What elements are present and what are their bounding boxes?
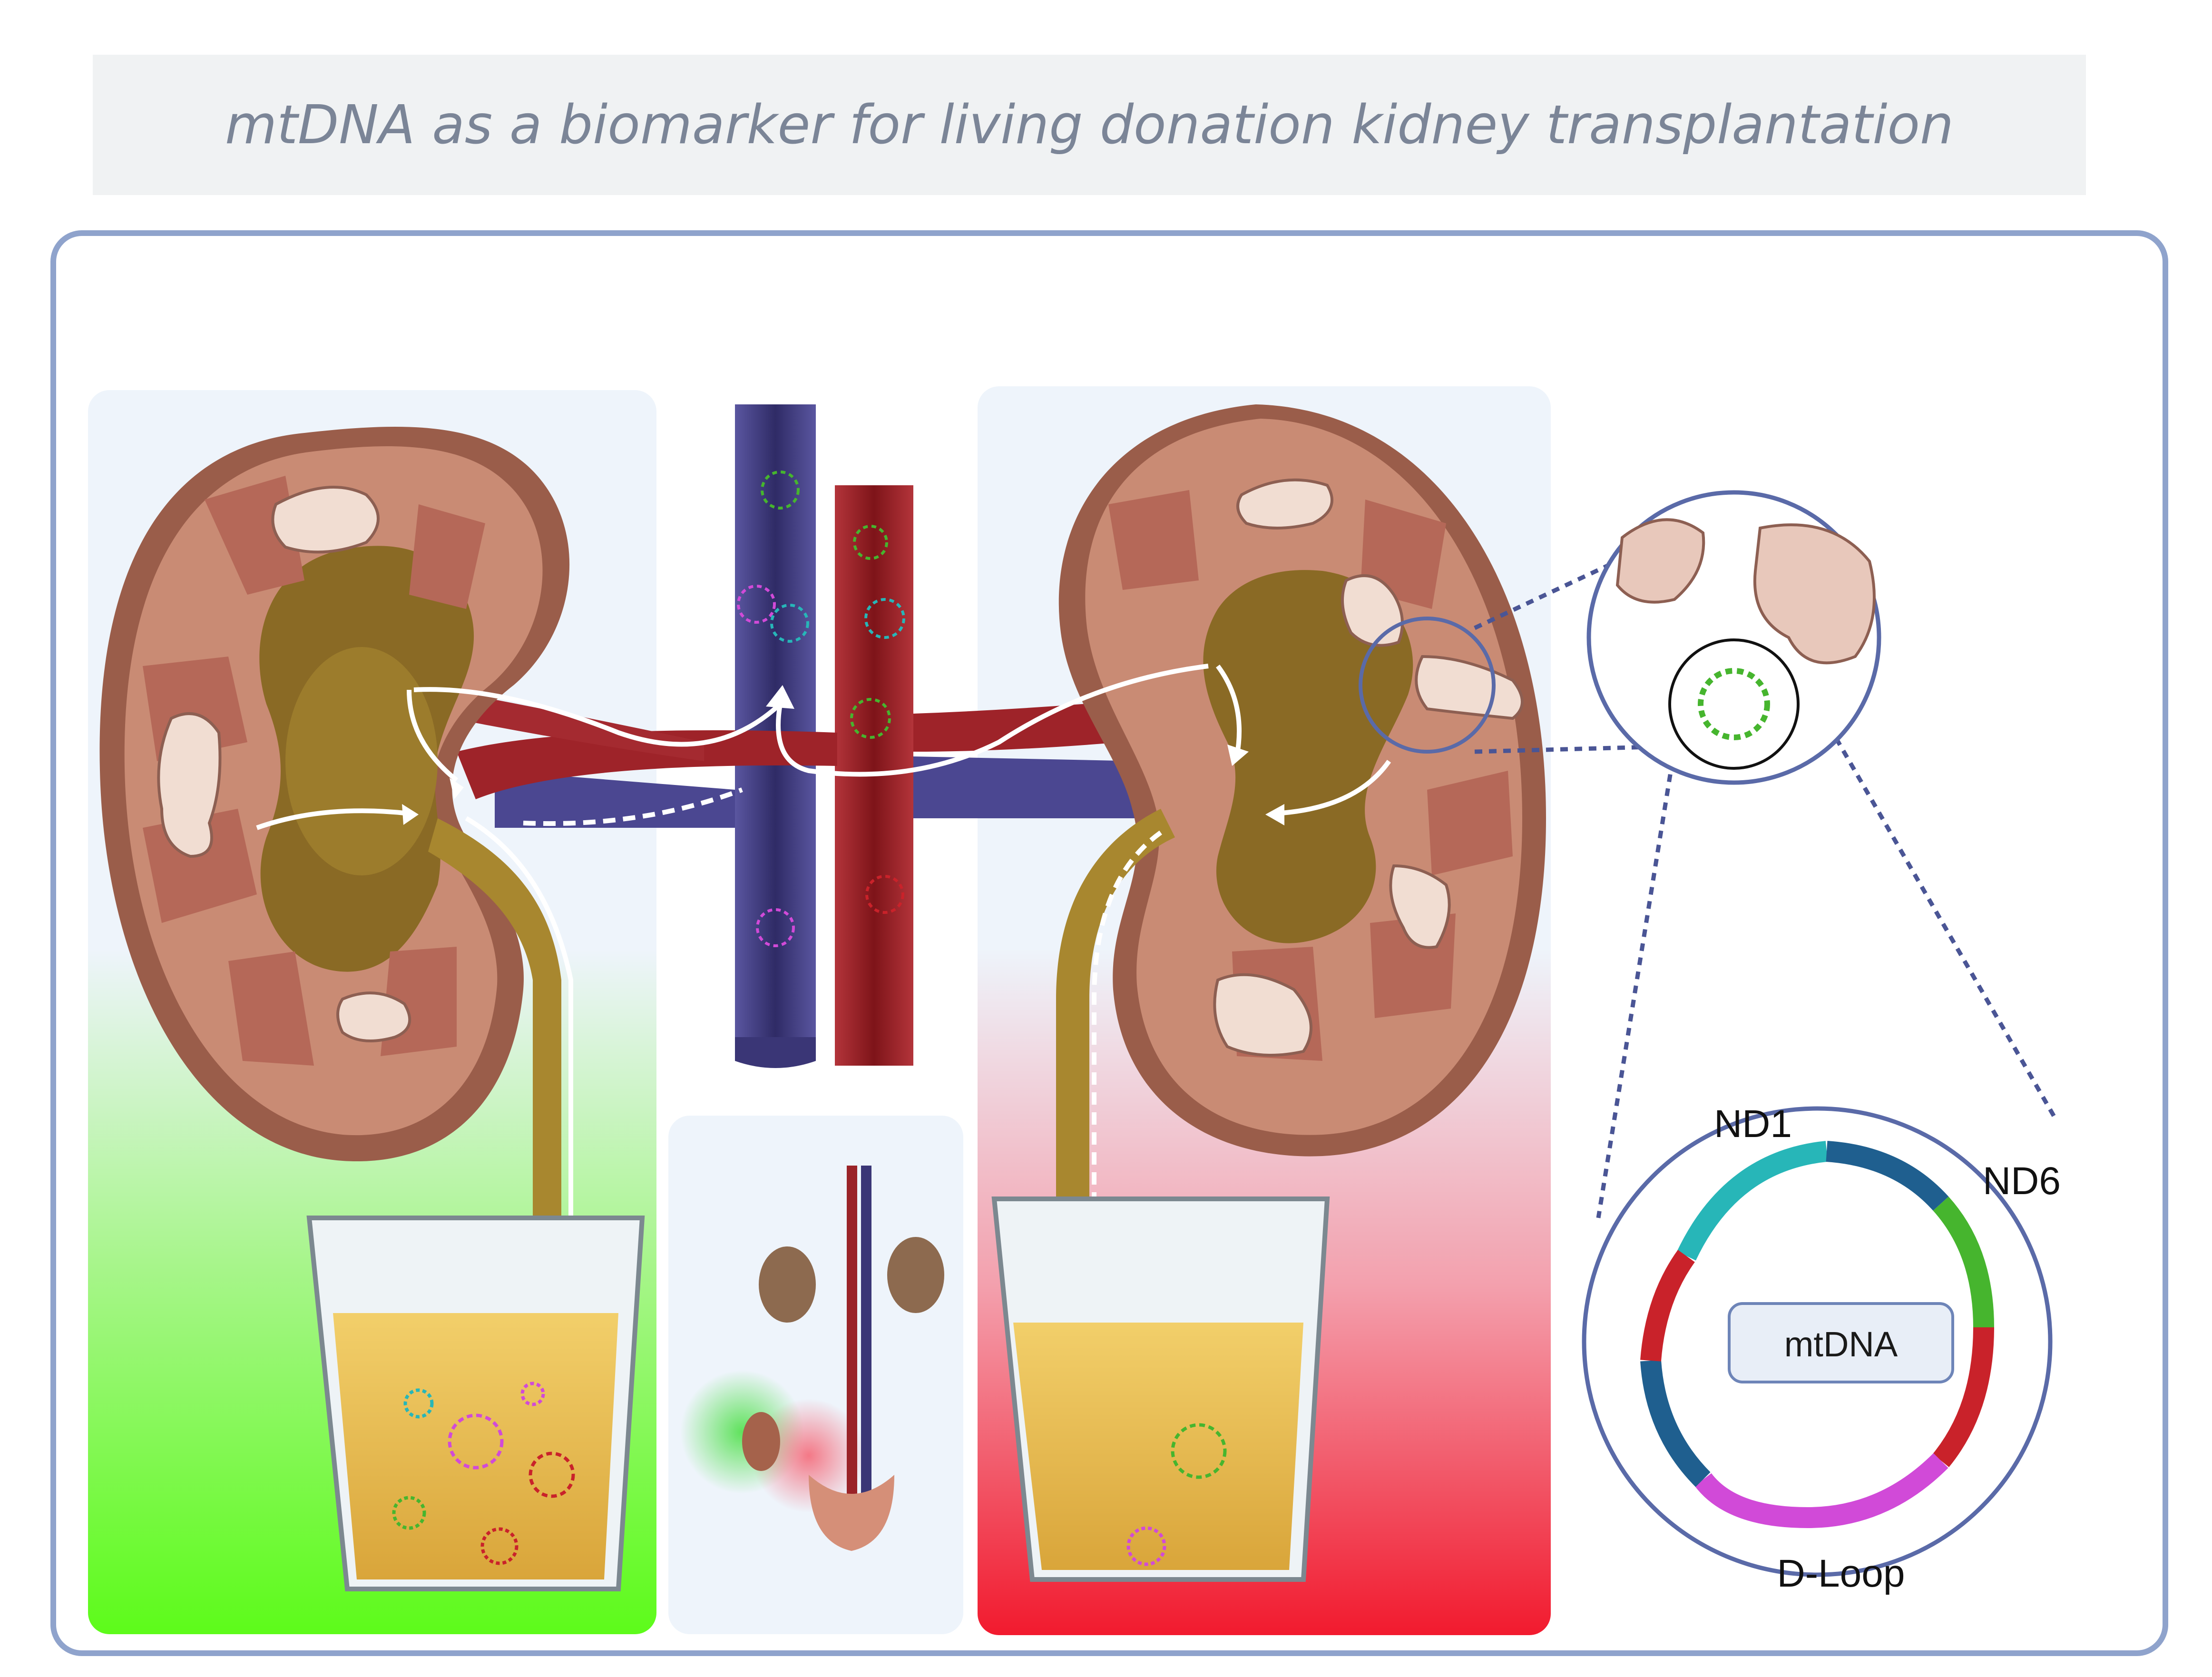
left-kidney bbox=[99, 426, 570, 1218]
right-beaker bbox=[991, 1196, 1330, 1582]
left-flow-arrows bbox=[256, 687, 782, 1256]
right-mitochondria bbox=[1213, 478, 1524, 1057]
mtdna-zoom-circle bbox=[1582, 1106, 2053, 1577]
left-renal-artery bbox=[419, 685, 837, 799]
left-marker-egfr: eGFR bbox=[408, 293, 545, 352]
right-indicator: mtDNA ↓ eGFR ↓ bbox=[1001, 281, 1525, 364]
aorta bbox=[835, 485, 913, 1066]
right-renal-artery bbox=[913, 695, 1218, 752]
zoom-source-circle bbox=[1359, 617, 1496, 754]
region-label-nd1: ND1 bbox=[1714, 1102, 1792, 1146]
left-indicator: mtDNA ↑ eGFR ↑ bbox=[107, 281, 630, 364]
right-renal-vein bbox=[913, 756, 1142, 818]
right-kidney bbox=[1056, 404, 1546, 1218]
region-label-nd6: ND6 bbox=[1983, 1159, 2061, 1203]
left-marker-mtdna: mtDNA bbox=[132, 293, 316, 352]
left-arrowheads bbox=[402, 685, 794, 1270]
down-arrow-icon: ↓ bbox=[1223, 289, 1271, 355]
left-beaker bbox=[306, 1216, 645, 1591]
vessel-mtdna-circles bbox=[737, 471, 905, 947]
left-panel bbox=[88, 390, 656, 1634]
right-arrowheads bbox=[1082, 745, 1284, 1261]
title-bar: mtDNA as a biomarker for living donation… bbox=[93, 55, 2086, 195]
right-panel bbox=[978, 386, 1551, 1635]
center-inset-panel bbox=[668, 1116, 963, 1634]
left-mitochondria bbox=[157, 486, 411, 1042]
right-marker-mtdna: mtDNA bbox=[1026, 293, 1210, 352]
zoom-connector-lines bbox=[1474, 554, 2057, 1218]
right-marker-egfr: eGFR bbox=[1302, 293, 1439, 352]
right-flow-arrows bbox=[776, 664, 1391, 1246]
down-arrow-icon: ↓ bbox=[1452, 289, 1500, 355]
up-arrow-icon: ↑ bbox=[329, 289, 376, 355]
mtdna-center-label-box bbox=[1728, 1302, 1954, 1383]
center-inset-anatomy bbox=[680, 1166, 944, 1551]
mtdna-center-label: mtDNA bbox=[1784, 1324, 1898, 1364]
outer-frame bbox=[50, 230, 2168, 1656]
region-label-d-loop: D-Loop bbox=[1777, 1552, 1905, 1595]
up-arrow-icon: ↑ bbox=[558, 289, 606, 355]
beaker-mtdna-circles bbox=[392, 1382, 1227, 1566]
left-renal-vein bbox=[495, 771, 735, 828]
mtdna-zoom-labels: mtDNA ND1 ND6 D-Loop bbox=[1714, 1102, 2061, 1595]
vena-cava bbox=[735, 404, 816, 1068]
mitochondria-zoom-circle bbox=[1586, 490, 1881, 785]
figure-title: mtDNA as a biomarker for living donation… bbox=[225, 94, 1954, 156]
